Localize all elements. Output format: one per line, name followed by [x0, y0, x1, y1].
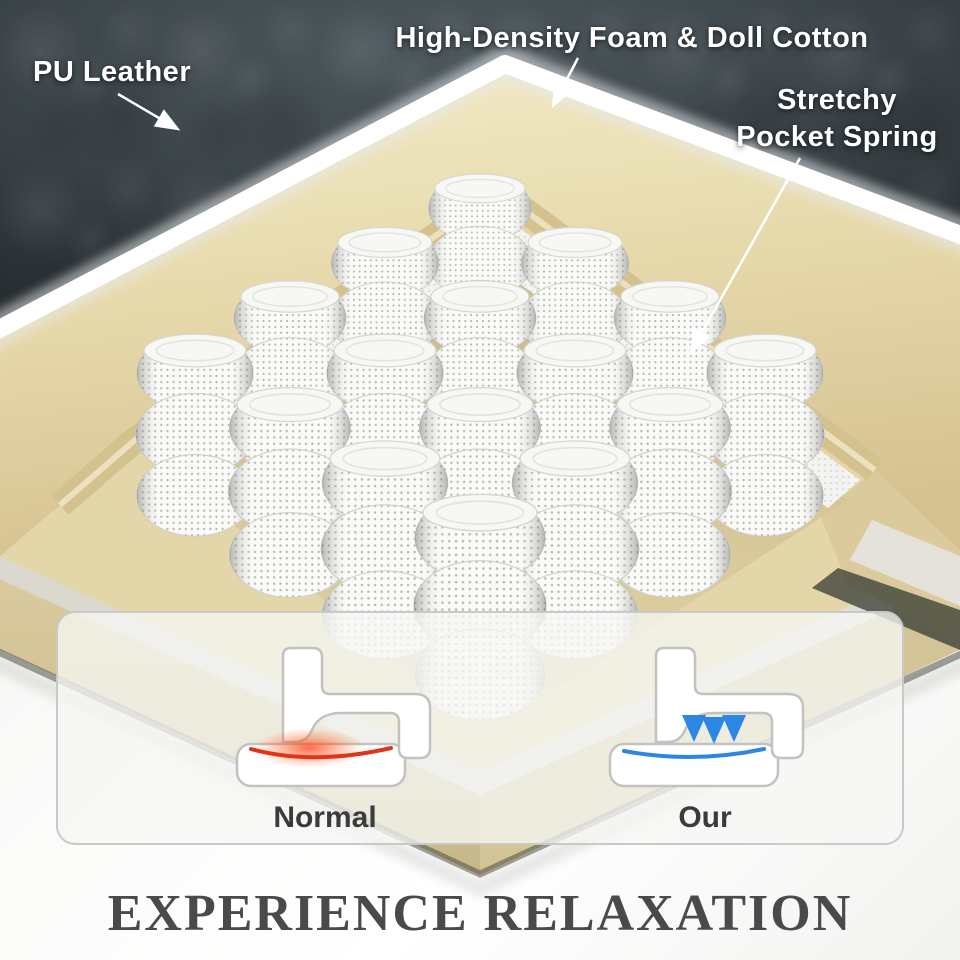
foam-arrow	[551, 57, 580, 109]
pu-leather-label: PU Leather	[33, 56, 192, 88]
red-pressure-glow-icon	[254, 728, 364, 768]
pu-leather-arrow	[117, 92, 181, 131]
our-seat-icon	[608, 646, 805, 788]
foam-label: High-Density Foam & Doll Cotton	[395, 22, 869, 54]
spring-label: Stretchy Pocket Spring	[736, 82, 938, 156]
normal-label: Normal	[273, 801, 377, 834]
spring-arrow	[689, 157, 802, 355]
comparison-panel	[56, 611, 904, 845]
our-label: Our	[678, 801, 732, 834]
piping-cotton-edge	[0, 47, 960, 348]
spring-label-line2: Pocket Spring	[736, 121, 938, 153]
main-title: EXPERIENCE RELAXATION	[107, 885, 853, 942]
callout-lines	[117, 57, 802, 355]
blue-support-arrows-icon	[682, 715, 746, 744]
normal-seat-icon	[235, 646, 432, 788]
spring-label-line1: Stretchy	[776, 84, 898, 116]
